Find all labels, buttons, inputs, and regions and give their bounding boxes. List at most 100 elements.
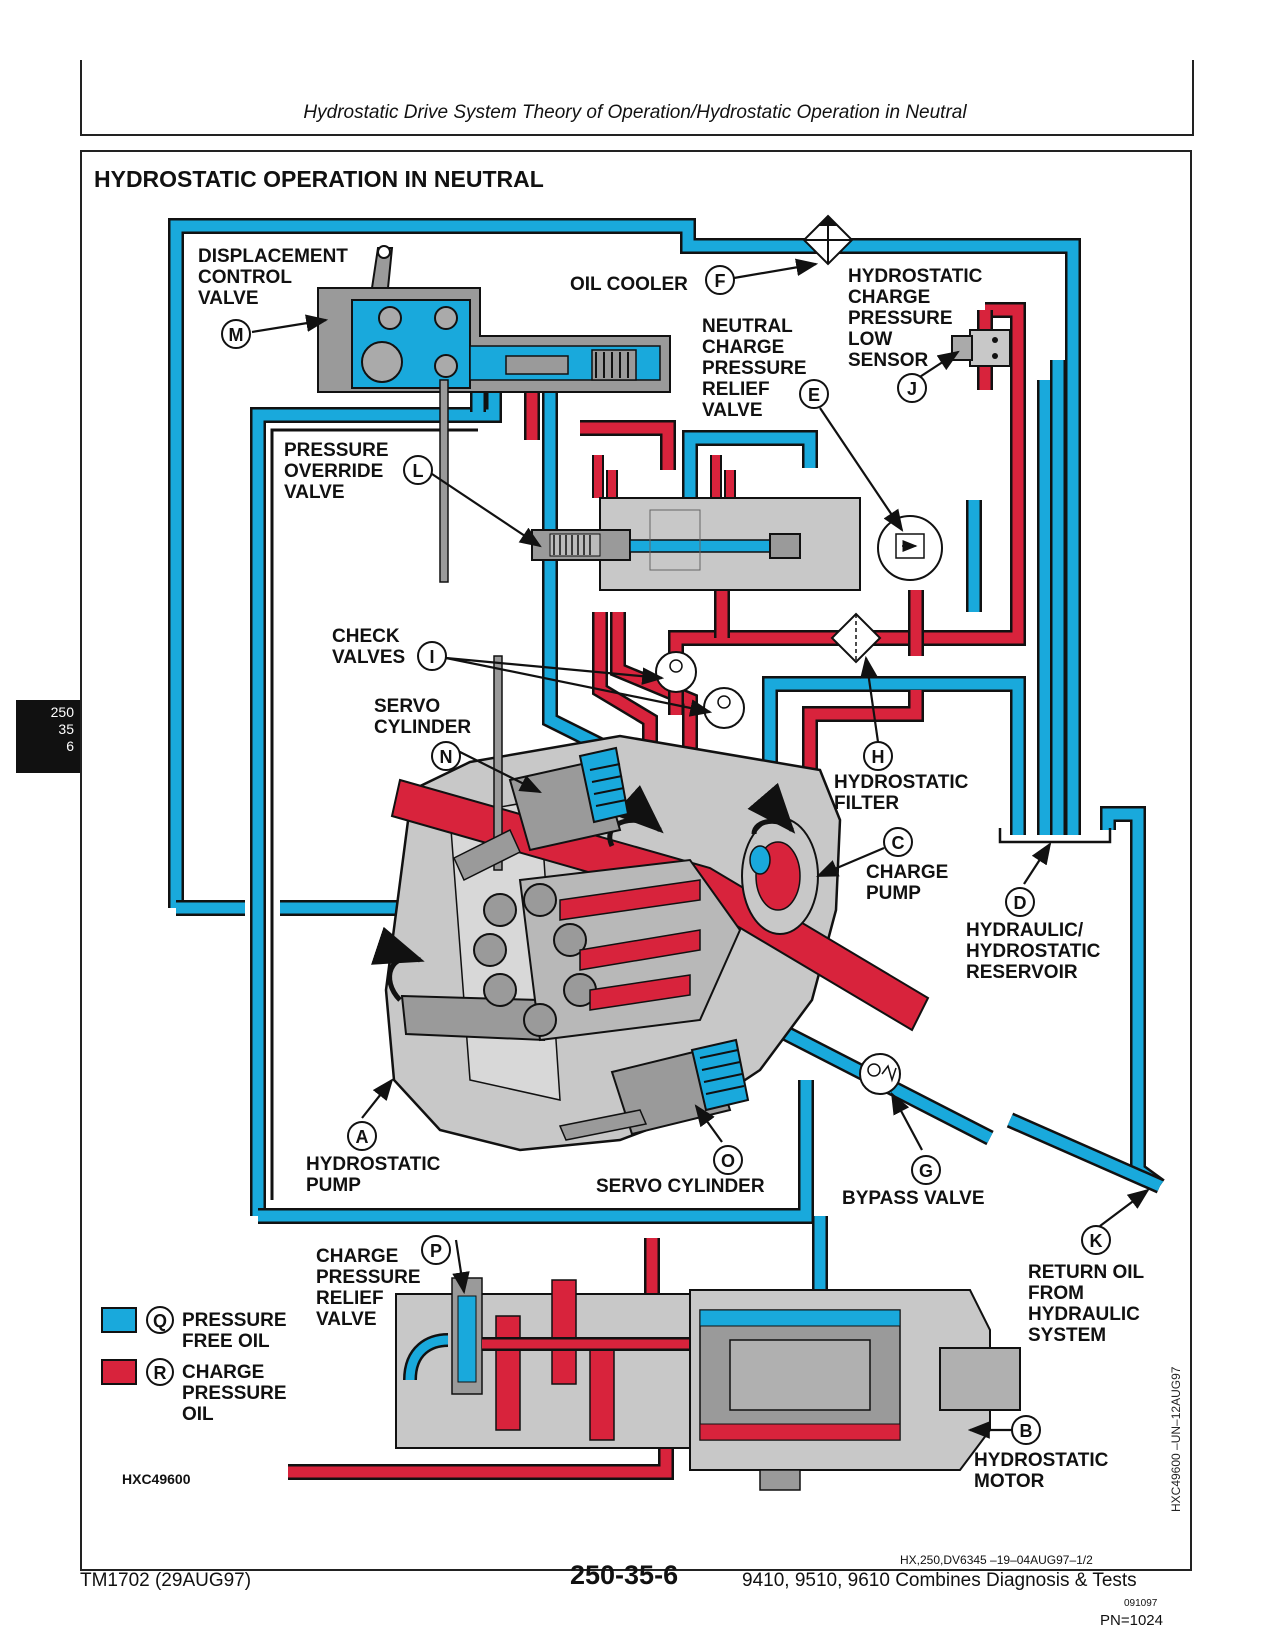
footer-reference: HX,250,DV6345 –19–04AUG97–1/2	[900, 1553, 1093, 1567]
footer-page-number: 250-35-6	[570, 1560, 679, 1590]
leader-lines	[251, 258, 1150, 1439]
label-E-line-3: PRESSURE	[702, 358, 807, 379]
callout-J-letter: J	[907, 379, 917, 399]
label-I-line-2: VALVES	[332, 647, 405, 668]
label-J: HYDROSTATIC CHARGE PRESSURE LOW SENSOR	[848, 266, 983, 371]
figure-frame	[80, 150, 1192, 1571]
label-D: HYDRAULIC/ HYDROSTATIC RESERVOIR	[966, 920, 1101, 983]
label-M-line-2: CONTROL	[198, 267, 292, 288]
callout-P-letter: P	[430, 1241, 442, 1261]
label-J-line-5: SENSOR	[848, 350, 929, 371]
callout-E: E	[799, 379, 829, 409]
callout-G-letter: G	[919, 1161, 933, 1181]
legend-R-line-1: CHARGE	[182, 1362, 264, 1383]
label-J-line-2: CHARGE	[848, 287, 930, 308]
callout-A: A	[347, 1121, 377, 1151]
label-J-line-4: LOW	[848, 329, 892, 350]
callout-M-letter: M	[229, 325, 244, 345]
header-frame	[80, 60, 1194, 136]
label-M: DISPLACEMENT CONTROL VALVE	[198, 246, 348, 309]
label-N-line-1: SERVO	[374, 696, 440, 717]
callout-C: C	[883, 827, 913, 857]
label-D-line-2: HYDROSTATIC	[966, 941, 1101, 962]
callout-P: P	[421, 1235, 451, 1265]
label-A-line-2: PUMP	[306, 1175, 361, 1196]
displacement-control-valve	[317, 245, 671, 583]
label-H: HYDROSTATIC FILTER	[834, 772, 969, 814]
label-D-line-3: RESERVOIR	[966, 962, 1078, 983]
label-L-line-2: OVERRIDE	[284, 461, 383, 482]
charge-relief-valve-block	[395, 1277, 691, 1449]
legend-letter-R: R	[154, 1363, 167, 1383]
section-tab-line-2: 35	[58, 721, 74, 737]
section-tab-line-3: 6	[66, 738, 74, 754]
label-M-line-3: VALVE	[198, 288, 259, 309]
label-F: OIL COOLER	[570, 274, 688, 295]
label-B: HYDROSTATIC MOTOR	[974, 1450, 1109, 1492]
legend-swatch-blue	[101, 1307, 137, 1333]
label-L-line-1: PRESSURE	[284, 440, 389, 461]
label-N-line-2: CYLINDER	[374, 717, 471, 738]
label-M-line-1: DISPLACEMENT	[198, 246, 348, 267]
label-C-line-1: CHARGE	[866, 862, 948, 883]
label-G: BYPASS VALVE	[842, 1188, 985, 1209]
label-A: HYDROSTATIC PUMP	[306, 1154, 441, 1196]
figure-title: HYDROSTATIC OPERATION IN NEUTRAL	[94, 166, 544, 192]
callout-D: D	[1005, 887, 1035, 917]
callout-A-letter: A	[356, 1127, 369, 1147]
oil-cooler	[802, 214, 854, 266]
legend-item-pressure-free-oil: Q PRESSURE FREE OIL	[101, 1306, 287, 1352]
callout-B-letter: B	[1020, 1421, 1033, 1441]
callout-D-letter: D	[1014, 893, 1027, 913]
callout-E-letter: E	[808, 385, 820, 405]
label-C-line-2: PUMP	[866, 883, 921, 904]
callout-O: O	[713, 1145, 743, 1175]
footer-page-id: PN=1024	[1100, 1612, 1163, 1629]
label-K-line-3: HYDRAULIC	[1028, 1304, 1140, 1325]
section-header: Hydrostatic Drive System Theory of Opera…	[303, 102, 967, 123]
legend-letter-Q: Q	[153, 1311, 167, 1331]
callout-B: B	[1011, 1415, 1041, 1445]
legend-R-line-2: PRESSURE	[182, 1383, 287, 1404]
callout-N: N	[431, 741, 461, 771]
callout-N-letter: N	[440, 747, 453, 767]
image-code: HXC49600	[122, 1471, 191, 1487]
footer-manual: TM1702 (29AUG97)	[80, 1570, 252, 1591]
label-N: SERVO CYLINDER	[374, 696, 471, 738]
callout-C-letter: C	[892, 833, 905, 853]
legend: Q PRESSURE FREE OIL R CHARGE PRESSURE OI…	[101, 1306, 287, 1425]
label-B-line-2: MOTOR	[974, 1471, 1045, 1492]
callout-L-letter: L	[413, 461, 424, 481]
callout-L: L	[403, 455, 433, 485]
label-A-line-1: HYDROSTATIC	[306, 1154, 441, 1175]
label-L: PRESSURE OVERRIDE VALVE	[284, 440, 389, 503]
label-P: CHARGE PRESSURE RELIEF VALVE	[316, 1246, 421, 1330]
label-P-line-1: CHARGE	[316, 1246, 398, 1267]
label-O: SERVO CYLINDER	[596, 1176, 765, 1197]
callout-H: H	[863, 741, 893, 771]
label-E-line-4: RELIEF	[702, 379, 770, 400]
label-P-line-2: PRESSURE	[316, 1267, 421, 1288]
label-P-line-3: RELIEF	[316, 1288, 384, 1309]
section-tab: 250 35 6	[16, 700, 80, 773]
label-P-line-4: VALVE	[316, 1309, 377, 1330]
charge-pressure-sensor	[951, 329, 1011, 367]
label-K-line-4: SYSTEM	[1028, 1325, 1106, 1346]
label-E: NEUTRAL CHARGE PRESSURE RELIEF VALVE	[702, 316, 807, 421]
label-K-line-2: FROM	[1028, 1283, 1084, 1304]
callout-O-letter: O	[721, 1151, 735, 1171]
vertical-image-reference: HXC49600 –UN–12AUG97	[1169, 1366, 1183, 1512]
label-I-line-1: CHECK	[332, 626, 400, 647]
callout-M: M	[221, 319, 251, 349]
label-I: CHECK VALVES	[332, 626, 405, 668]
label-K-line-1: RETURN OIL	[1028, 1262, 1145, 1283]
label-K: RETURN OIL FROM HYDRAULIC SYSTEM	[1028, 1262, 1145, 1346]
pump-pistons	[473, 883, 597, 1037]
legend-Q-line-2: FREE OIL	[182, 1331, 270, 1352]
label-F-line-1: OIL COOLER	[570, 274, 688, 295]
valve-block	[531, 497, 861, 591]
label-G-line-1: BYPASS VALVE	[842, 1188, 985, 1209]
bypass-valve	[859, 1053, 901, 1095]
callout-J: J	[897, 373, 927, 403]
